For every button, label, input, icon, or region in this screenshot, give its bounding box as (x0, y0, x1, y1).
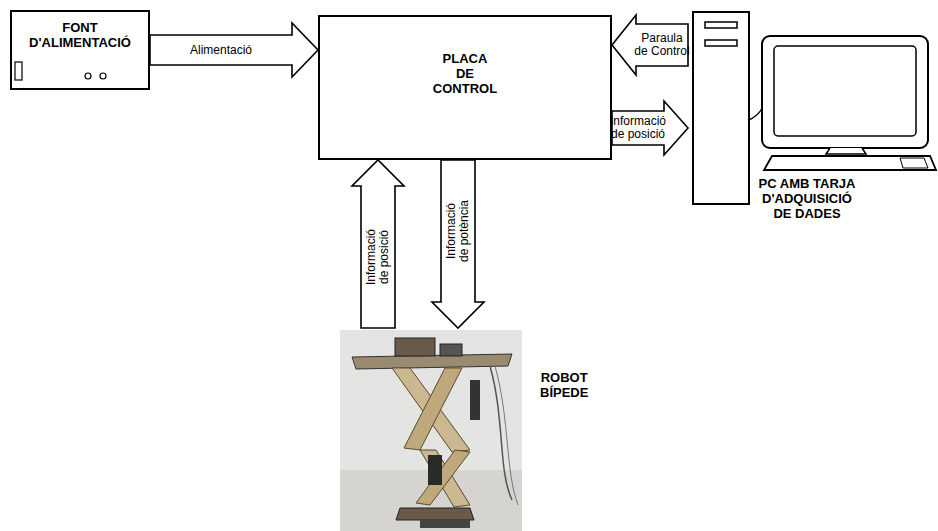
arrow-label: Informació de potència (445, 196, 471, 266)
arrow-label: Informació de posició (365, 224, 391, 290)
terminal (100, 73, 106, 79)
power-switch (15, 62, 22, 80)
block-arrow (432, 160, 484, 328)
node-label: ROBOT BÍPEDE (540, 370, 588, 400)
pc-node: PC AMB TARJA D'ADQUISICIÓ DE DADES (688, 8, 935, 230)
block-arrow (352, 160, 404, 328)
arrow-label: Alimentació (185, 44, 257, 57)
arrow-label: Informació de posició (605, 115, 671, 141)
node-label: PLACA DE CONTROL (433, 51, 497, 96)
block-arrow (150, 23, 318, 77)
robot-photo (340, 330, 522, 531)
pc-illustration (693, 12, 936, 204)
robot-node: ROBOT BÍPEDE (338, 328, 620, 531)
terminal (85, 73, 91, 79)
control-board-box: PLACA DE CONTROL (318, 15, 612, 160)
power-supply-box: FONT D'ALIMENTACIÓ (10, 10, 150, 90)
node-label: PC AMB TARJA D'ADQUISICIÓ DE DADES (758, 176, 856, 221)
node-label: FONT D'ALIMENTACIÓ (29, 20, 131, 50)
arrow-label: Paraula de Control (634, 32, 690, 58)
